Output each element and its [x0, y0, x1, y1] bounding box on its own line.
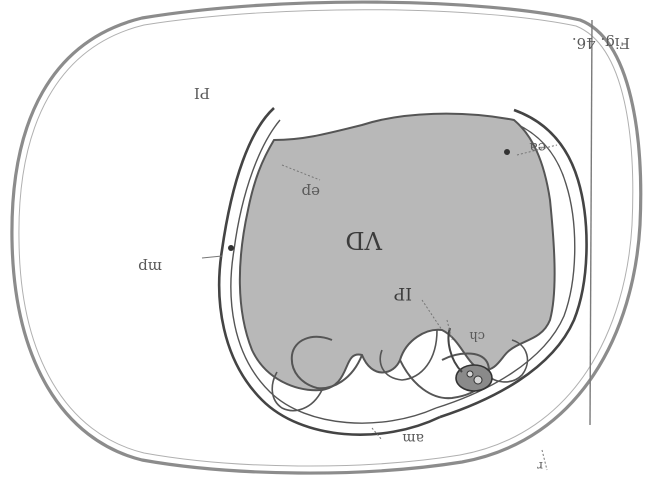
label-r: r	[537, 459, 543, 473]
membrane-dot-1	[504, 149, 510, 155]
label-ep: ep	[302, 183, 320, 201]
label-fig: Fig. 46.	[572, 34, 630, 52]
label-VD: VD	[345, 226, 383, 254]
label-IP: IP	[394, 283, 412, 303]
label-ea: ea	[529, 139, 546, 155]
label-mp: mp	[138, 258, 162, 276]
label-PI: PI	[194, 84, 210, 102]
label-am: am	[402, 430, 424, 446]
leader-mp	[202, 256, 222, 258]
embryo-eye-1	[474, 376, 482, 384]
yolk-sac	[240, 114, 555, 391]
figure-rotated	[12, 2, 641, 473]
embryo-eye-2	[467, 371, 473, 377]
label-ch: ch	[469, 328, 485, 343]
membrane-dot-2	[228, 245, 234, 251]
